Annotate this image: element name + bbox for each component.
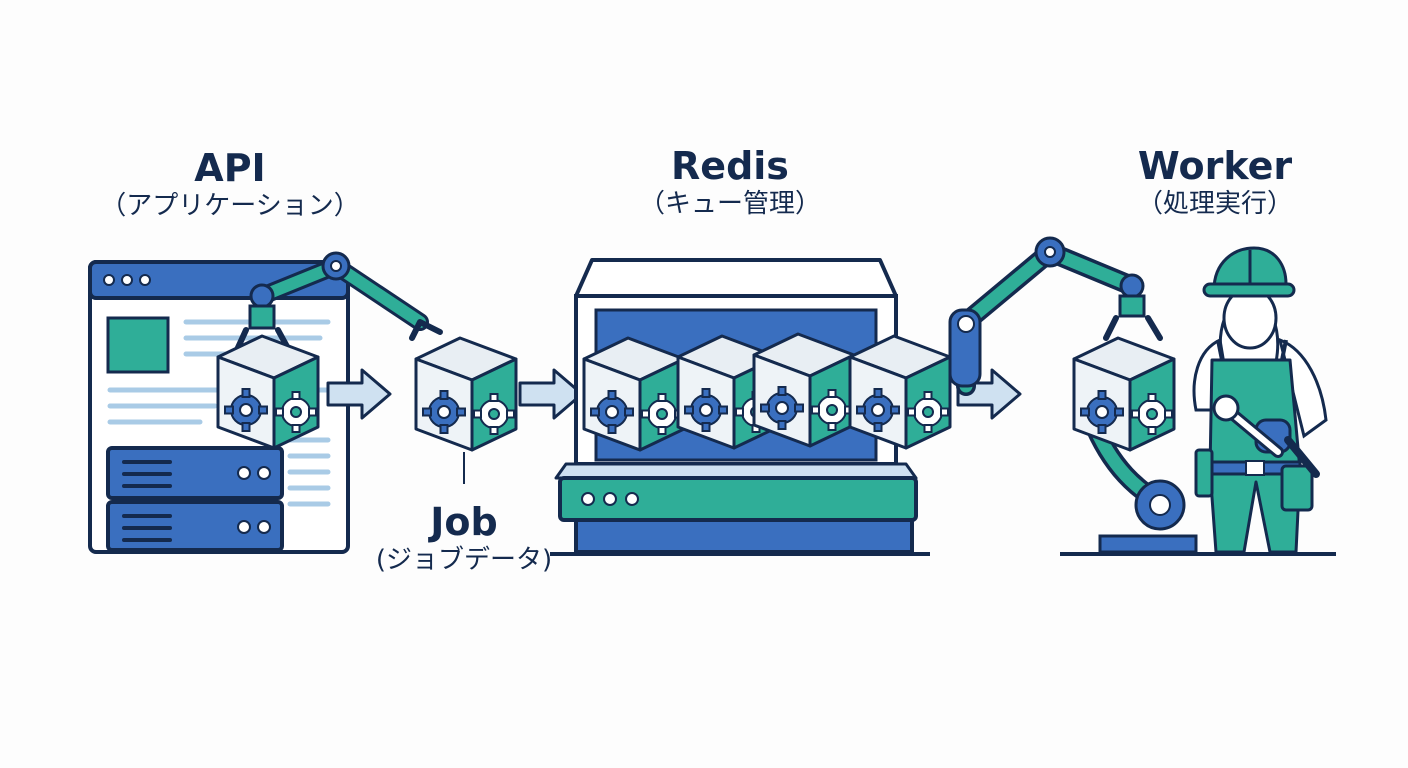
stage-subtitle: （アプリケーション） [100, 191, 360, 221]
worker-person-icon [1192, 286, 1328, 554]
stage-worker-label: Worker （処理実行） [1100, 144, 1330, 220]
stage-title: API [194, 146, 266, 190]
stage-redis-label: Redis （キュー管理） [600, 144, 860, 220]
server-rack-icon [106, 446, 284, 552]
job-cube-icon [850, 336, 950, 448]
hard-hat-icon [1202, 246, 1296, 298]
robot-arm-icon [948, 236, 1336, 556]
wrench-icon [1212, 394, 1320, 478]
job-cube-icon [1074, 338, 1174, 450]
stage-title: Worker [1137, 144, 1293, 188]
job-cube-icon [218, 336, 318, 448]
job-cube-icon [584, 338, 684, 450]
job-cube-icon [754, 334, 854, 446]
stage-subtitle: (ジョブデータ) [375, 545, 553, 575]
job-cube-icon [416, 338, 516, 450]
stage-subtitle: （処理実行） [1136, 189, 1293, 219]
stage-api-label: API （アプリケーション） [60, 146, 400, 222]
stage-subtitle: （キュー管理） [638, 189, 821, 219]
robot-arm-icon [233, 251, 443, 355]
stage-title: Redis [671, 144, 789, 188]
stage-job-label: Job (ジョブデータ) [344, 500, 584, 576]
stage-title: Job [430, 500, 498, 544]
arrow-job-to-redis [518, 368, 584, 420]
